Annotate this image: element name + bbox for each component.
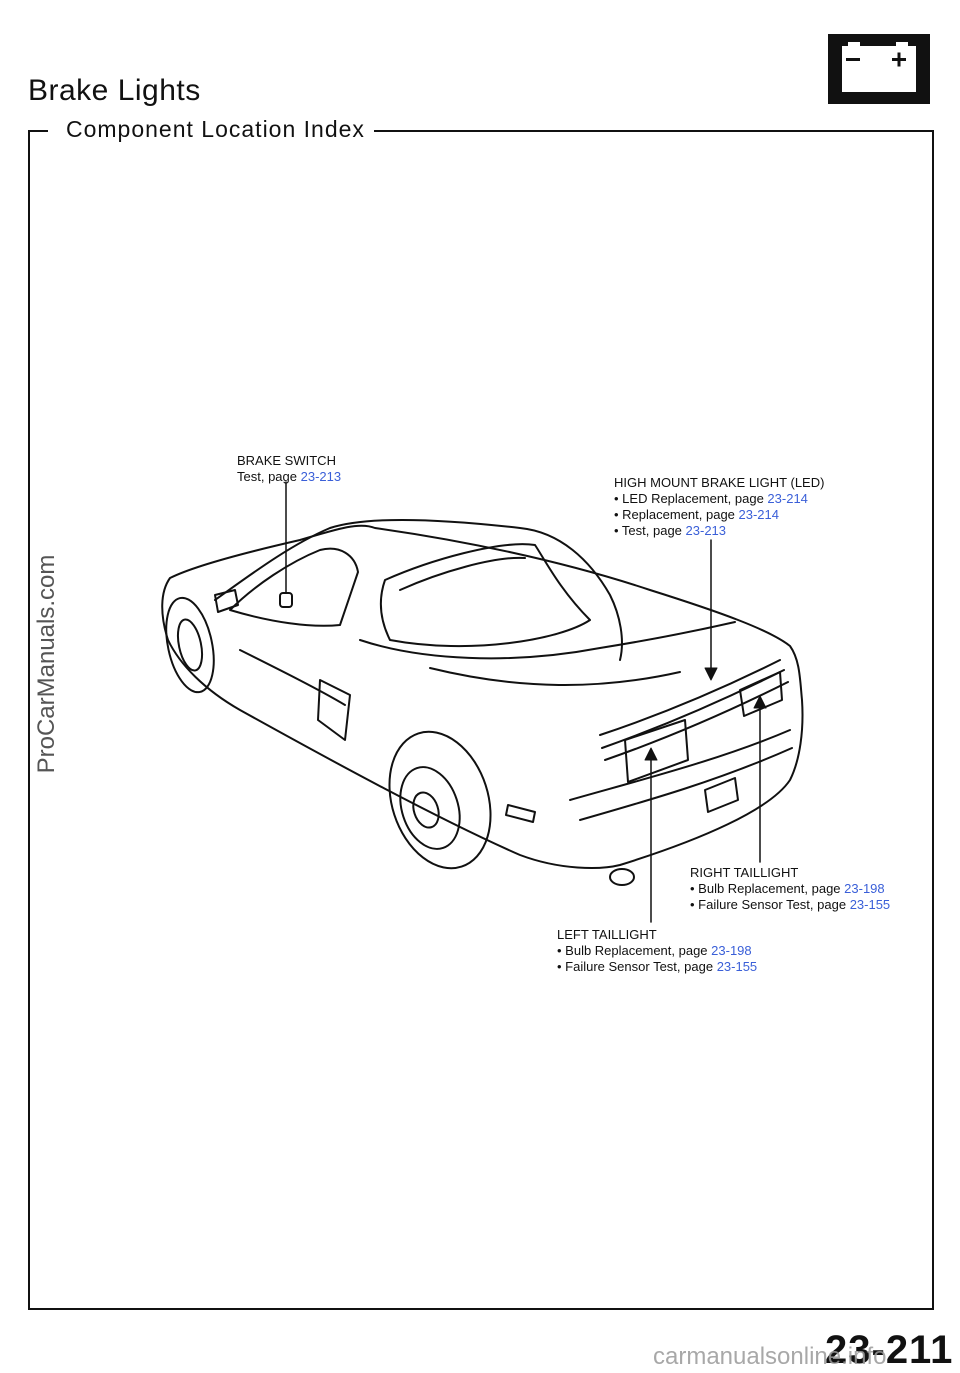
- right-taillight-item-text: • Bulb Replacement, page: [690, 881, 845, 896]
- left-taillight-item-link[interactable]: 23-155: [716, 959, 758, 974]
- section-subtitle: Component Location Index: [58, 116, 373, 143]
- brake-switch-test-ref: Test, page 23-213: [237, 469, 341, 485]
- content-frame: [28, 130, 934, 1310]
- high-mount-item-text: • LED Replacement, page: [614, 491, 768, 506]
- left-taillight-item-text: • Failure Sensor Test, page: [557, 959, 717, 974]
- right-taillight-item-link[interactable]: 23-198: [844, 881, 885, 896]
- right-taillight-item-text: • Failure Sensor Test, page: [690, 897, 850, 912]
- right-taillight-item-link[interactable]: 23-155: [849, 897, 891, 912]
- high-mount-item-link[interactable]: 23-213: [685, 523, 727, 538]
- high-mount-item-text: • Replacement, page: [614, 507, 739, 522]
- high-mount-item: • Replacement, page 23-214: [614, 507, 824, 523]
- side-watermark: ProCarManuals.com: [33, 554, 60, 774]
- page-title: Brake Lights: [28, 74, 201, 107]
- high-mount-item: • Test, page 23-213: [614, 523, 824, 539]
- brake-switch-test-link[interactable]: 23-213: [300, 469, 342, 484]
- callout-high-mount-brake-light: HIGH MOUNT BRAKE LIGHT (LED) • LED Repla…: [614, 475, 824, 539]
- high-mount-item-link[interactable]: 23-214: [767, 491, 808, 506]
- callout-left-taillight: LEFT TAILLIGHT • Bulb Replacement, page …: [557, 927, 757, 975]
- callout-right-taillight: RIGHT TAILLIGHT • Bulb Replacement, page…: [690, 865, 890, 913]
- left-taillight-item-text: • Bulb Replacement, page: [557, 943, 712, 958]
- high-mount-label: HIGH MOUNT BRAKE LIGHT (LED): [614, 475, 825, 490]
- left-taillight-item: • Bulb Replacement, page 23-198: [557, 943, 757, 959]
- right-taillight-item: • Bulb Replacement, page 23-198: [690, 881, 890, 897]
- footer-watermark: carmanualsonline.info: [653, 1343, 887, 1370]
- left-taillight-item-link[interactable]: 23-198: [711, 943, 752, 958]
- page-number: 23-211: [825, 1328, 954, 1372]
- left-taillight-item: • Failure Sensor Test, page 23-155: [557, 959, 757, 975]
- frame-top-right-line: [374, 130, 932, 132]
- callout-brake-switch: BRAKE SWITCH Test, page 23-213: [237, 453, 341, 485]
- right-taillight-label: RIGHT TAILLIGHT: [690, 865, 799, 880]
- left-taillight-label: LEFT TAILLIGHT: [557, 927, 657, 942]
- high-mount-item-text: • Test, page: [614, 523, 686, 538]
- frame-top-left-line: [28, 130, 48, 132]
- battery-icon: [828, 34, 930, 104]
- brake-switch-label: BRAKE SWITCH: [237, 453, 336, 468]
- high-mount-item: • LED Replacement, page 23-214: [614, 491, 824, 507]
- right-taillight-item: • Failure Sensor Test, page 23-155: [690, 897, 890, 913]
- brake-switch-test-text: Test, page: [237, 469, 301, 484]
- high-mount-item-link[interactable]: 23-214: [738, 507, 779, 522]
